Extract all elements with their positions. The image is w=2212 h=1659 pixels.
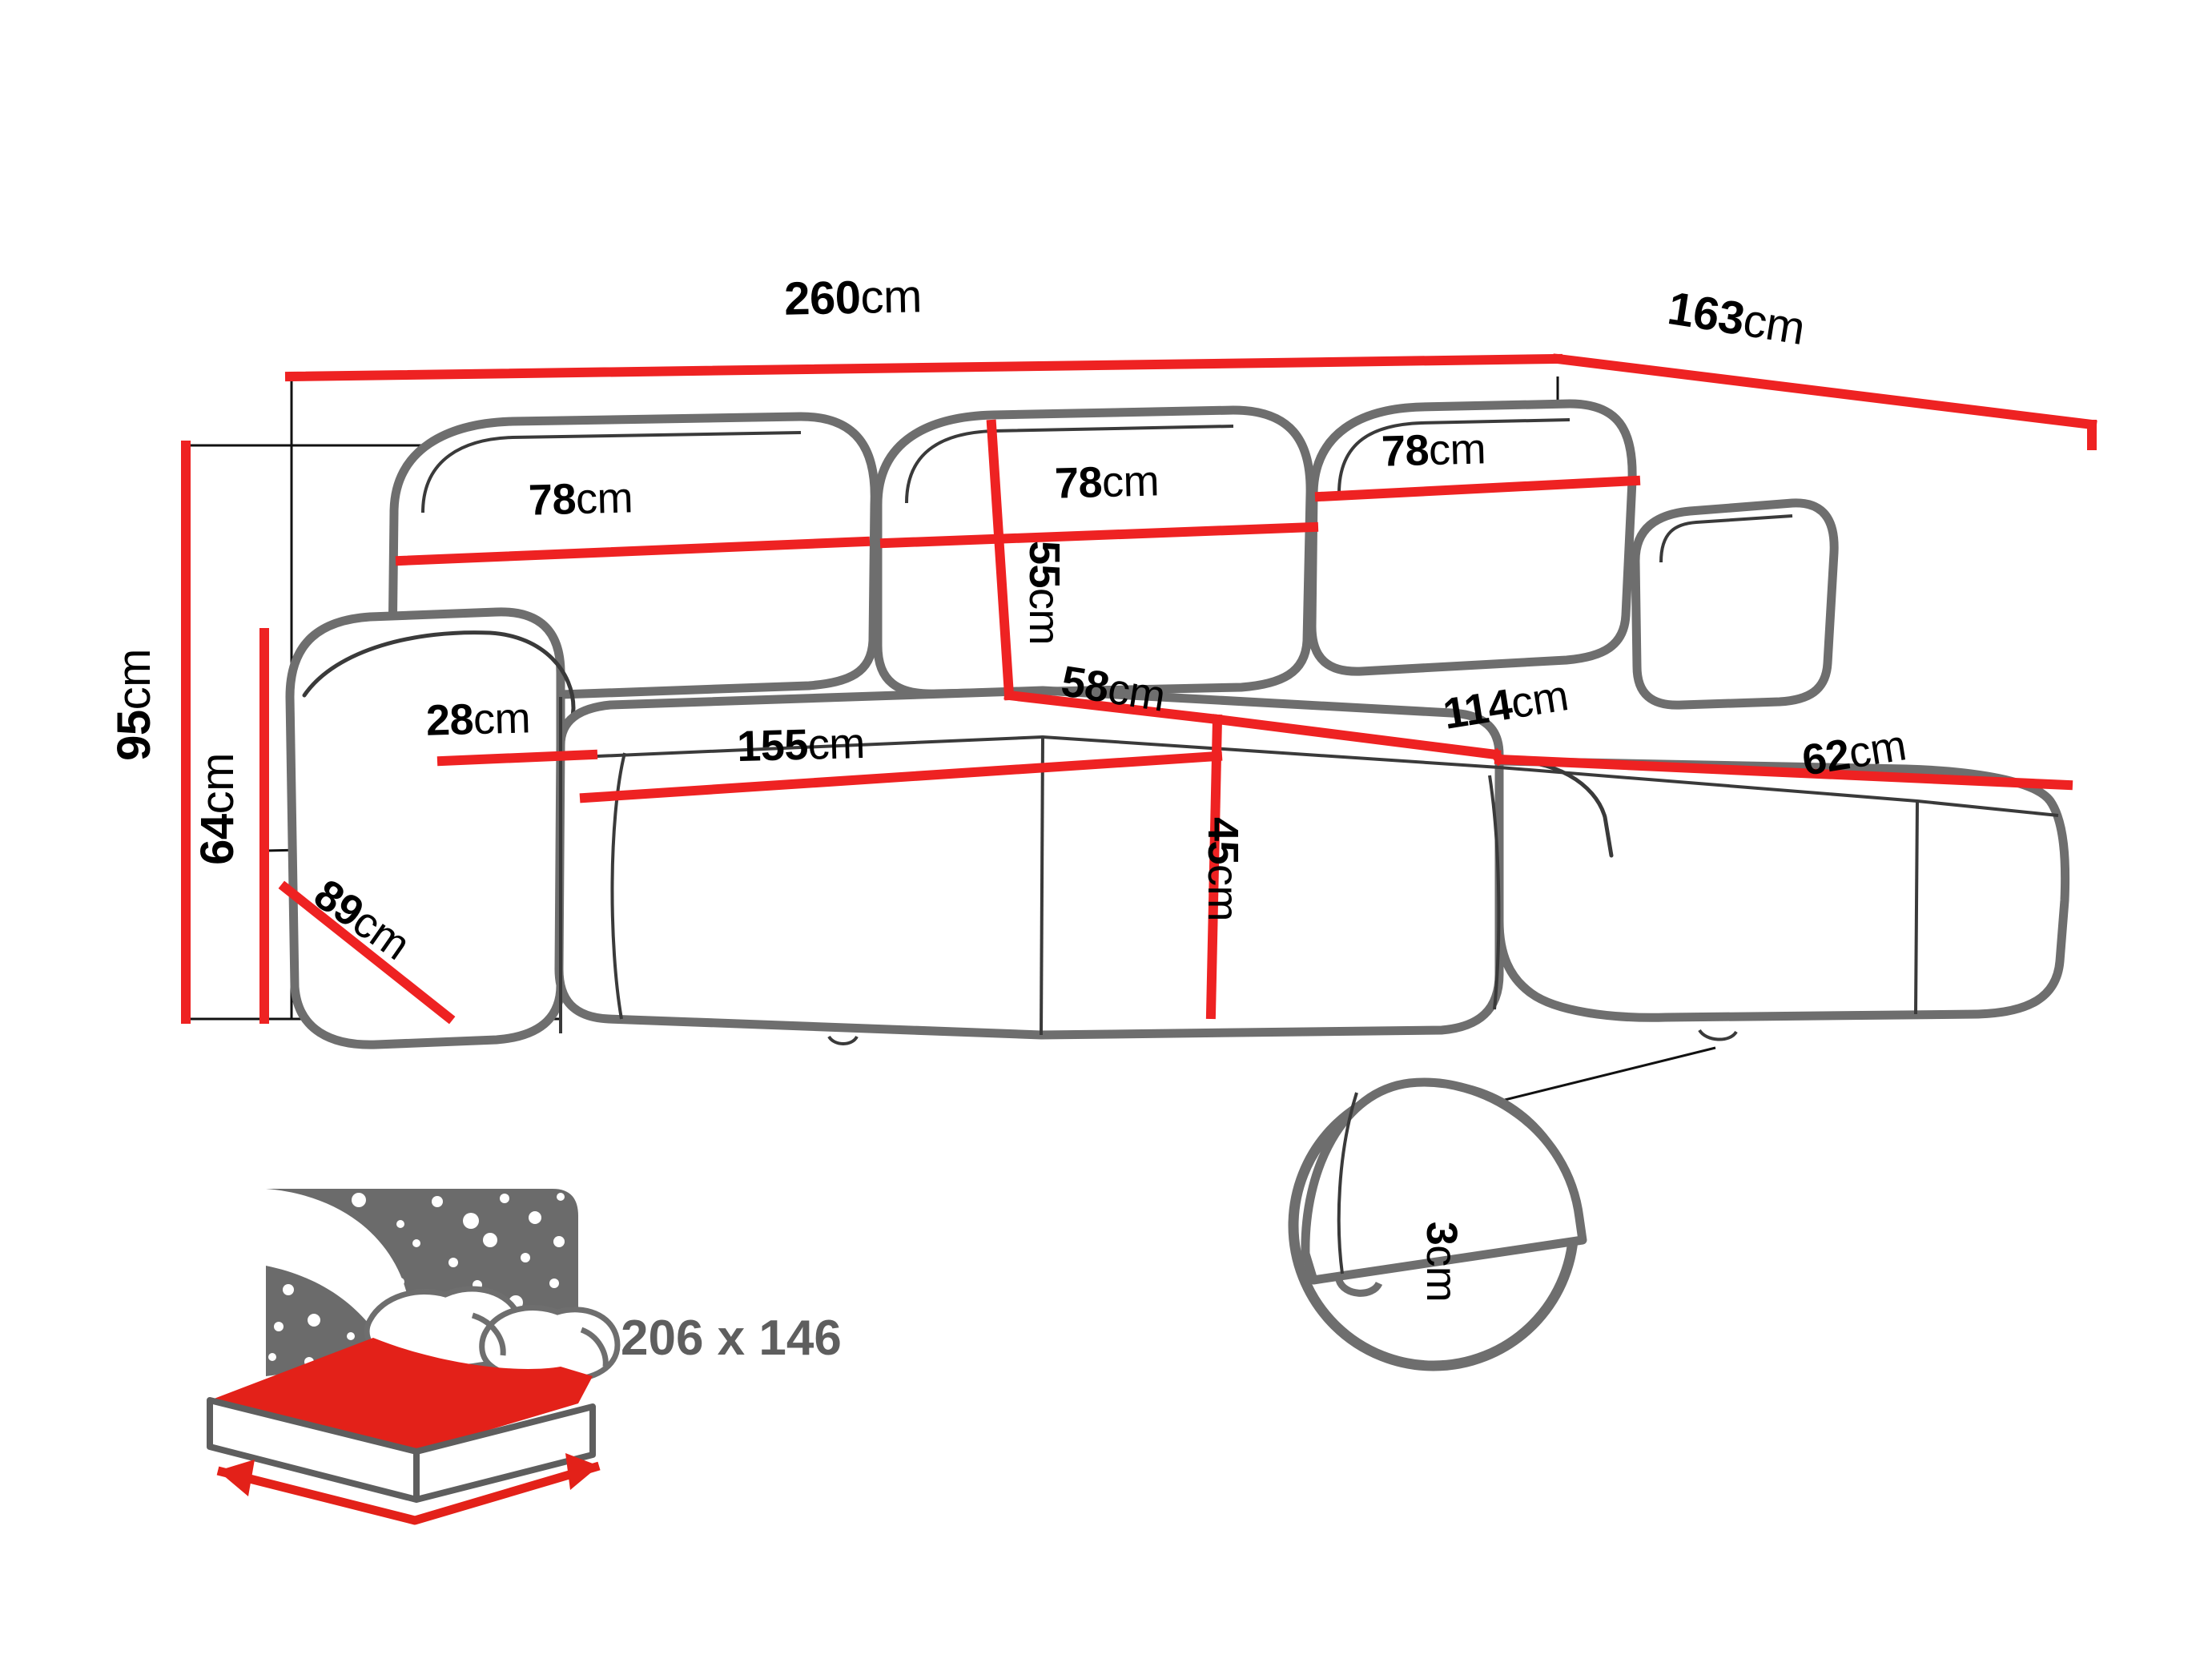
dimline-45cm xyxy=(1205,714,1223,1020)
dimension-label-64cm: 64cm xyxy=(191,753,243,865)
dimension-label-95cm: 95cm xyxy=(108,649,160,761)
pillow-crease-1 xyxy=(471,1312,506,1356)
dimension-label-45cm: 45cm xyxy=(1199,816,1247,922)
dimension-label-78cm-left-unit: cm xyxy=(575,473,633,524)
dimline-58cm xyxy=(1003,690,1223,725)
magnifier-corner-seam xyxy=(1337,1092,1358,1274)
dimension-label-28cm-value: 28 xyxy=(425,695,474,745)
dimension-label-78cm-left-value: 78 xyxy=(528,475,577,525)
dimline-28cm xyxy=(436,749,598,767)
magnifier-foot xyxy=(1335,1278,1383,1297)
dimline-55cm xyxy=(986,419,1015,701)
magnifier-sofa-corner xyxy=(1301,1077,1587,1285)
dimension-label-64cm-unit: cm xyxy=(191,753,243,815)
armrest-left-outer xyxy=(285,607,565,1049)
dimension-label-155cm-unit: cm xyxy=(807,719,866,769)
dimension-label-64cm-value: 64 xyxy=(191,814,243,865)
dimension-label-78cm-right-value: 78 xyxy=(1381,426,1430,476)
dimension-label-163cm-unit: cm xyxy=(1739,293,1808,356)
dimension-label-114cm-unit: cm xyxy=(1507,671,1572,728)
dimension-label-78cm-middle-unit: cm xyxy=(1101,457,1160,507)
dimension-label-260cm: 260cm xyxy=(783,270,923,325)
dimline-260cm xyxy=(284,353,1563,382)
dimline-89cm xyxy=(278,880,456,1025)
dimline-62cm xyxy=(1494,754,2073,791)
sleep-arrow-head-right xyxy=(565,1453,599,1490)
dimension-label-155cm-value: 155 xyxy=(736,720,809,771)
dimension-label-58cm-unit: cm xyxy=(1104,664,1168,721)
dimension-label-28cm: 28cm xyxy=(425,694,531,745)
dimension-label-78cm-right: 78cm xyxy=(1381,425,1486,476)
dimline-78cm-right xyxy=(1314,475,1641,502)
dimline-78cm-middle xyxy=(879,521,1319,549)
sleep-dimension-arrow-line xyxy=(216,1461,601,1525)
dimension-label-55cm: 55cm xyxy=(1020,540,1068,646)
dimline-163cm xyxy=(1552,353,2097,430)
dimension-label-260cm-value: 260 xyxy=(783,271,862,325)
chaise-backrest-panel xyxy=(1631,498,1839,710)
foot-detail-magnifier xyxy=(1288,1077,1587,1371)
dimension-label-55cm-unit: cm xyxy=(1020,588,1068,646)
sofa-seat-base xyxy=(554,686,1504,1040)
backrest-cushion-middle xyxy=(873,405,1315,699)
chaise-seat-block xyxy=(1494,756,2070,1022)
sleeping-area-size-label: 206 x 146 xyxy=(621,1311,842,1366)
pillow-front xyxy=(479,1305,621,1384)
dimline-114cm xyxy=(1212,714,1502,760)
sleep-arrow-head-left xyxy=(218,1460,255,1496)
dimension-label-78cm-middle-value: 78 xyxy=(1054,458,1103,508)
sleeping-function-icon xyxy=(207,1189,621,1525)
pillow-crease-2 xyxy=(580,1327,609,1367)
dimline-155cm xyxy=(579,751,1223,803)
sofa-illustration xyxy=(285,399,2070,1049)
dimline-78cm-left xyxy=(395,536,871,566)
dimension-label-62cm-value: 62 xyxy=(1799,730,1853,785)
dimension-label-95cm-unit: cm xyxy=(108,649,160,711)
dimension-label-260cm-unit: cm xyxy=(859,270,923,324)
dimension-label-78cm-middle: 78cm xyxy=(1054,457,1160,508)
dimension-label-45cm-unit: cm xyxy=(1199,864,1247,922)
dimension-label-55cm-value: 55 xyxy=(1020,540,1068,589)
backrest-cushion-right xyxy=(1307,399,1637,676)
dimension-label-62cm-unit: cm xyxy=(1845,721,1909,778)
dimension-label-3cm-unit: cm xyxy=(1418,1245,1466,1303)
dimension-label-78cm-right-unit: cm xyxy=(1428,425,1486,475)
dimension-label-78cm-left: 78cm xyxy=(528,473,633,524)
armrest-left-inner-curl xyxy=(302,630,576,747)
dimension-lines xyxy=(181,353,2097,1295)
dimension-label-3cm-value: 3 xyxy=(1418,1221,1466,1246)
dimension-label-28cm-unit: cm xyxy=(473,694,531,744)
dimension-label-58cm-value: 58 xyxy=(1058,657,1112,712)
dimension-label-95cm-value: 95 xyxy=(108,710,160,761)
dimension-label-45cm-value: 45 xyxy=(1199,816,1247,865)
dimension-label-3cm: 3cm xyxy=(1418,1221,1466,1303)
dimension-label-155cm: 155cm xyxy=(736,719,866,771)
